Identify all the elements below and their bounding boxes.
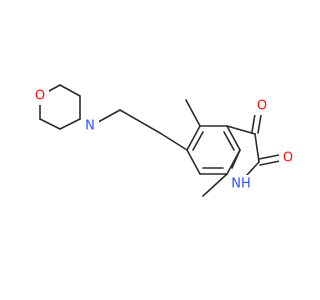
ketone-oxygen-label: O (257, 99, 267, 114)
bond-c3-n (59, 118, 81, 130)
bond-c7-methyl (202, 173, 228, 197)
bond-c2-n1 (245, 161, 260, 177)
bond-c3a-c7a (226, 125, 241, 151)
bond-ch2a-ch2b (119, 109, 161, 134)
bond-c3a-c3 (226, 125, 256, 135)
morpholine-nitrogen-label: N (85, 119, 95, 134)
bond-c5-c6 (59, 84, 81, 97)
morpholine-oxygen-label: O (35, 89, 45, 104)
bond-c2-o-b (259, 160, 281, 166)
bond-c3-o-b (257, 114, 262, 134)
bond-c5ar-c4ar (186, 125, 201, 151)
bond-n1-c7a (231, 149, 241, 169)
bond-c5ar-c4ar-inner (192, 131, 204, 151)
bond-c3a-c7a-inner (223, 131, 235, 151)
amide-oxygen-label: O (283, 151, 293, 166)
atom-label-layer: O N O O NH (31, 87, 297, 193)
bond-c2-c3 (39, 118, 61, 130)
bond-c6ar-c5ar (186, 149, 201, 175)
bond-layer (39, 84, 281, 197)
bond-c3-c2 (254, 133, 260, 163)
indoline-nh-label: NH (231, 177, 251, 192)
bond-c4ar-methyl (185, 99, 201, 127)
bond-c3-o-a (251, 113, 256, 133)
structure-diagram: O N O O NH (31, 84, 297, 197)
bond-ch2b-c5ar (159, 132, 188, 151)
bond-c2-o-a (258, 154, 280, 160)
